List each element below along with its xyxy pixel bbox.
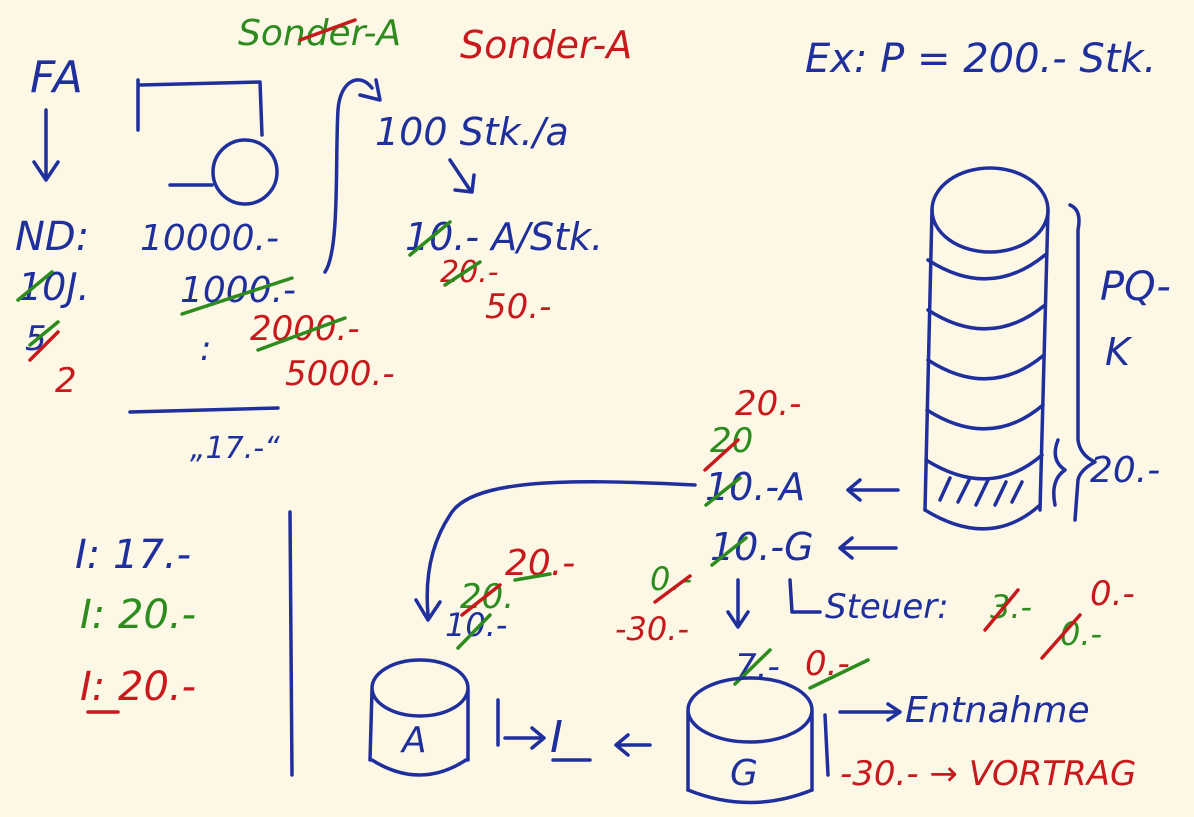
cylinder-a-label: A (400, 720, 427, 761)
sonder-a-red: Sonder-A (460, 23, 632, 67)
underline-left (128, 406, 280, 414)
strike-green-20 (703, 438, 740, 472)
amount-2000: 2000.- (250, 309, 360, 349)
red-stroke-years (28, 330, 60, 362)
split-green-20: 20 (710, 421, 753, 461)
split-a: 10.-A (705, 465, 805, 509)
arrow-g-to-i (614, 733, 652, 757)
strike-per-piece (408, 220, 452, 257)
strike-years-10 (16, 270, 54, 302)
years-10: 10J. (18, 265, 90, 309)
example-price: Ex: P = 200.- Stk. (805, 36, 1156, 82)
strike-steuer-0 (1040, 613, 1082, 660)
strike-a (704, 476, 742, 507)
strike-0 (808, 658, 870, 690)
mid-red-20: 20.- (505, 543, 575, 584)
per-piece-50: 50.- (485, 287, 551, 327)
mid-blue-10: 10.- (445, 606, 507, 644)
strike-1000 (180, 276, 294, 316)
per-piece-20: 20.- (440, 255, 499, 290)
amount-1000: 1000.- (180, 270, 296, 311)
strike-2000 (256, 316, 347, 352)
a-curve-arrowhead (414, 598, 442, 622)
arrow-g-left (838, 536, 898, 560)
years-2: 2 (55, 361, 77, 401)
bracket-arrowhead (358, 78, 382, 102)
g-down-arrow (726, 578, 750, 629)
steuer-3: 3.- (990, 588, 1032, 626)
vertical-divider (288, 510, 294, 777)
a-curve-arrow (425, 480, 697, 617)
fa-label: FA (30, 52, 83, 103)
i-label: I (550, 712, 563, 763)
mid-red-minus30: -30.- (615, 610, 689, 648)
machine-frame (136, 78, 264, 187)
per-year-arrow (448, 158, 476, 194)
split-red-20: 20.- (735, 384, 801, 424)
small-bracket (1052, 438, 1067, 507)
fa-down-arrow (32, 108, 60, 182)
steuer-green-0: 0.- (1060, 615, 1102, 653)
arrow-a-left (846, 478, 900, 502)
cylinder-g (686, 676, 814, 805)
amount-10000: 10000.- (140, 218, 279, 259)
pq-label: PQ- (1100, 264, 1171, 310)
arrow-entnahme (838, 702, 902, 722)
steuer-red-0: 0.- (1090, 574, 1135, 614)
per-piece-10: 10.- A/Stk. (405, 215, 603, 259)
strike-mid-20 (460, 583, 502, 617)
value-0: 0.- (805, 644, 850, 684)
split-g: 10.-G (710, 525, 814, 569)
quote-17: „17.-“ (190, 431, 280, 466)
arrow-a-to-i (496, 698, 546, 750)
k-label: K (1105, 330, 1133, 374)
g-side-bar (823, 713, 830, 777)
amount-5000: 5000.- (285, 354, 395, 394)
pq-bracket (1068, 203, 1097, 522)
mid-green-dash (513, 572, 552, 582)
cylinder-g-label: G (730, 753, 758, 794)
strike-mid-0 (653, 574, 692, 604)
cylinder-a (368, 658, 470, 777)
strike-per-piece-20 (443, 260, 482, 287)
strike-g (710, 536, 748, 567)
income-red: I: 20.- (80, 664, 196, 710)
nd-label: ND: (15, 214, 89, 260)
steuer-hook (788, 578, 822, 614)
machine-wheel (211, 138, 279, 206)
entnahme-label: Entnahme (905, 690, 1090, 731)
strike-sonder (298, 18, 357, 42)
steuer-label: Steuer: (825, 587, 949, 627)
income-blue: I: 17.- (75, 532, 191, 578)
strike-years-5 (28, 320, 60, 347)
bracket-curve (323, 78, 374, 274)
pq-stack (923, 166, 1050, 531)
stack-value-20: 20.- (1090, 450, 1160, 491)
income-green: I: 20.- (80, 592, 196, 638)
dots: : (200, 329, 211, 369)
strike-steuer-3 (983, 588, 1020, 632)
vortrag-label: -30.- → VORTRAG (840, 754, 1136, 794)
per-year: 100 Stk./a (375, 110, 569, 154)
strike-mid-10 (456, 613, 492, 650)
